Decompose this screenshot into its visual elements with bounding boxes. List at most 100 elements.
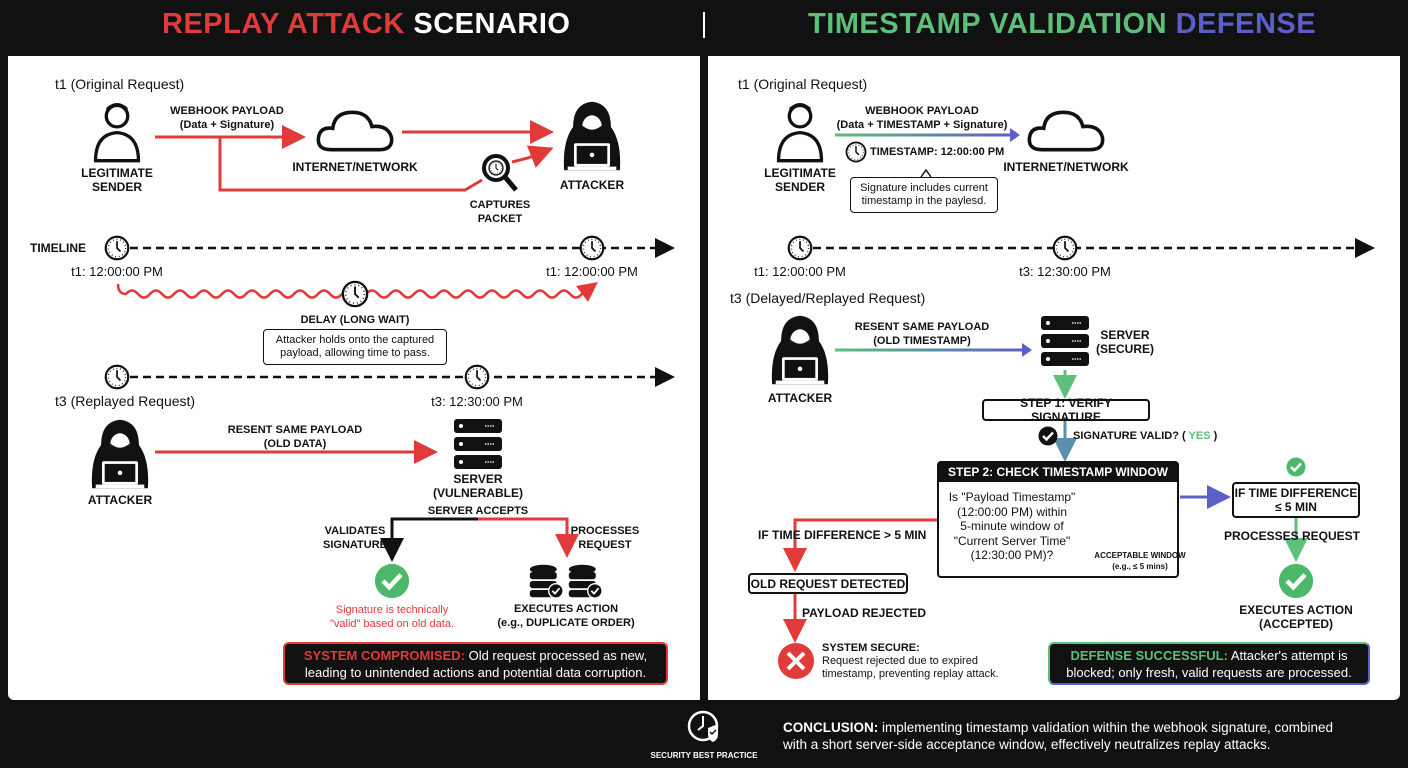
validates-line2: SIGNATURE	[323, 539, 387, 551]
expired-branch	[783, 518, 938, 572]
server-label-right: SERVER(SECURE)	[1096, 328, 1154, 356]
black-check-icon	[1038, 426, 1058, 446]
server-line1: SERVER	[1100, 328, 1150, 342]
sig-valid-yes: YES	[1188, 430, 1211, 442]
server-icon	[1040, 316, 1090, 366]
delay-label: DELAY (LONG WAIT)	[300, 314, 410, 326]
security-clock-shield-icon	[687, 710, 719, 742]
right-title: TIMESTAMP VALIDATION DEFENSE	[808, 8, 1316, 41]
network-label: INTERNET/NETWORK	[292, 160, 418, 174]
sender-label-line1: LEGITIMATE	[81, 166, 153, 180]
payload-line2: (Data + TIMESTAMP + Signature)	[836, 119, 1008, 131]
captures-label: CAPTURES PACKET	[470, 198, 531, 226]
captures-line1: CAPTURES	[469, 199, 531, 211]
compromised-label: SYSTEM COMPROMISED:	[303, 648, 465, 663]
step2-header: STEP 2: CHECK TIMESTAMP WINDOW	[939, 463, 1177, 482]
question-line: Is "Payload Timestamp"	[948, 490, 1076, 504]
window-line1: ACCEPTABLE WINDOW	[1094, 551, 1186, 560]
payload-label: WEBHOOK PAYLOAD(Data + Signature)	[170, 104, 284, 132]
t3-heading-right: t3 (Delayed/Replayed Request)	[730, 290, 926, 306]
server-icon	[452, 419, 504, 469]
clock-icon	[1052, 235, 1078, 261]
right-title-blue: DEFENSE	[1175, 8, 1317, 40]
sender-line1: LEGITIMATE	[764, 166, 836, 180]
left-title: REPLAY ATTACK SCENARIO	[162, 8, 570, 41]
sender-label-line2: SENDER	[91, 180, 142, 194]
delay-note-line1: Attacker holds onto the captured	[275, 334, 435, 346]
t3-heading: t3 (Replayed Request)	[55, 393, 196, 409]
attacker-label-right: ATTACKER	[767, 391, 833, 405]
attacker-icon	[91, 419, 149, 489]
resent-line2: (OLD TIMESTAMP)	[873, 335, 971, 347]
attacker-label: ATTACKER	[559, 178, 625, 192]
title-divider	[703, 12, 705, 38]
payload-arrow	[835, 133, 1013, 137]
question-line: (12:00:00 PM) within	[956, 504, 1068, 519]
timestamp-clock-icon	[845, 141, 867, 163]
database-icon	[567, 563, 603, 599]
defense-banner: DEFENSE SUCCESSFUL: Attacker's attempt i…	[1048, 642, 1370, 685]
within-window-box: IF TIME DIFFERENCE≤ 5 MIN	[1232, 482, 1360, 518]
signature-note: Signature is technically"valid" based on…	[330, 603, 454, 631]
timeline-label: TIMELINE	[30, 241, 86, 255]
executes-line1: EXECUTES ACTION	[1239, 603, 1353, 617]
timestamp-label: TIMESTAMP: 12:00:00 PM	[870, 146, 1005, 158]
t3-time-label: t3: 12:30:00 PM	[431, 394, 523, 409]
acceptable-window-label: ACCEPTABLE WINDOW (e.g., ≤ 5 mins)	[1094, 550, 1185, 572]
attacker-icon	[771, 315, 829, 385]
resend-arrow	[835, 348, 1025, 352]
time-t1b-label: t1: 12:00:00 PM	[546, 264, 638, 279]
t1-heading: t1 (Original Request)	[55, 76, 185, 92]
time-t1-label-right: t1: 12:00:00 PM	[754, 264, 846, 279]
delay-clock-icon	[341, 280, 369, 308]
defense-text-1: Attacker's attempt is	[1230, 648, 1348, 663]
capture-arrow	[511, 145, 554, 168]
window-line2: (e.g., ≤ 5 mins)	[1112, 562, 1168, 571]
payload-line1: WEBHOOK PAYLOAD	[865, 105, 979, 117]
expired-condition-label: IF TIME DIFFERENCE > 5 MIN	[758, 528, 927, 542]
time-t1-label: t1: 12:00:00 PM	[71, 264, 163, 279]
payload-rejected-label: PAYLOAD REJECTED	[802, 606, 927, 620]
server-line2: (SECURE)	[1095, 342, 1155, 356]
network-label-right: INTERNET/NETWORK	[1003, 160, 1129, 174]
resent-label: RESENT SAME PAYLOAD(OLD DATA)	[228, 423, 362, 451]
defense-label: DEFENSE SUCCESSFUL:	[1070, 648, 1228, 663]
best-practice-badge: SECURITY BEST PRACTICE	[650, 751, 758, 760]
payload-label-line2: (Data + Signature)	[179, 119, 275, 131]
conclusion-text: CONCLUSION: implementing timestamp valid…	[783, 719, 1333, 753]
clock-icon	[104, 364, 130, 390]
accepted-check-icon	[1279, 564, 1313, 598]
secure-line1: Request rejected due to expired	[822, 655, 978, 667]
processes-line1: PROCESSES	[570, 525, 640, 537]
green-check-icon	[375, 564, 409, 598]
old-request-box: OLD REQUEST DETECTED	[748, 573, 908, 594]
conclusion-line1: implementing timestamp validation within…	[882, 720, 1334, 735]
delay-note-line2: payload, allowing time to pass.	[280, 347, 430, 359]
t1-heading-right: t1 (Original Request)	[738, 76, 868, 92]
defense-text-2: blocked; only fresh, valid requests are …	[1066, 665, 1352, 680]
executes-line2: (ACCEPTED)	[1258, 617, 1333, 631]
legitimate-sender-icon	[93, 100, 141, 163]
signature-valid-label: SIGNATURE VALID? ( YES )	[1073, 429, 1217, 443]
callout-line1: Signature includes current	[860, 182, 988, 194]
resent-line2: (OLD DATA)	[263, 438, 327, 450]
process-branch	[478, 517, 579, 558]
ok-cond-line2: ≤ 5 MIN	[1275, 500, 1317, 514]
conclusion-label: CONCLUSION:	[783, 720, 879, 735]
callout-line2: timestamp in the paylesd.	[861, 195, 987, 207]
left-title-white: SCENARIO	[413, 8, 571, 40]
capture-branch-line	[218, 137, 483, 192]
signature-note-line2: "valid" based on old data.	[329, 618, 455, 630]
payload-label-right: WEBHOOK PAYLOAD (Data + TIMESTAMP + Signa…	[837, 104, 1008, 132]
validate-branch	[380, 517, 478, 562]
captures-line2: PACKET	[477, 213, 523, 225]
conclusion-line2: with a short server-side acceptance wind…	[783, 737, 1271, 752]
server-accepts-label: SERVER ACCEPTS	[427, 505, 529, 517]
small-green-check-icon	[1286, 457, 1306, 477]
